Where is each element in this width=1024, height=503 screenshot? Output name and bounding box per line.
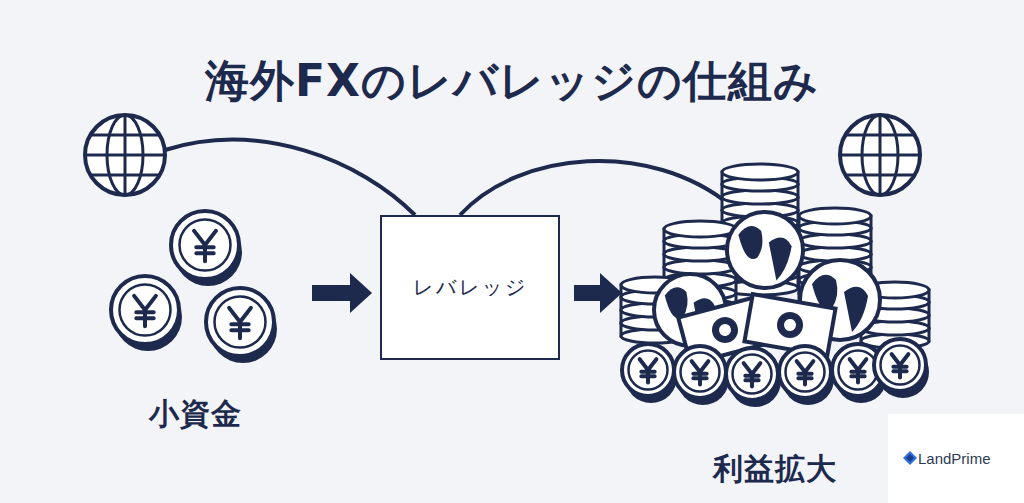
shape: [215, 297, 266, 348]
coin-illustration: [111, 164, 929, 407]
shape: [850, 359, 867, 382]
shape: [120, 285, 171, 336]
shape: [85, 154, 165, 157]
profit-pile-group: 利益拡大: [615, 150, 935, 490]
shape: [744, 294, 835, 356]
shape: [845, 134, 915, 137]
watermark: LandPrime: [918, 450, 991, 467]
shape: [744, 363, 761, 386]
yen-coin: [171, 211, 239, 279]
shape: [892, 354, 909, 377]
leverage-box: レバレッジ: [380, 215, 560, 360]
globe-icons: [85, 115, 920, 195]
box-label: レバレッジ: [413, 274, 528, 301]
shape: [194, 231, 216, 261]
small-capital-group: 小資金: [95, 200, 295, 435]
flow-arrow: [574, 273, 622, 313]
shape: [783, 318, 797, 332]
banknote: [744, 294, 835, 356]
shape: [733, 355, 772, 394]
shape: [775, 310, 805, 340]
globe-icon: [840, 115, 920, 195]
logo-panel: LandPrime: [888, 414, 1024, 503]
shape: [718, 323, 733, 338]
shape: [692, 361, 709, 384]
shape: [180, 220, 231, 271]
shape: [665, 287, 688, 318]
shape: [769, 238, 792, 281]
group-label: 小資金: [149, 394, 242, 435]
shape: [844, 287, 868, 332]
shape: [90, 134, 160, 137]
yen-coin: [726, 348, 778, 400]
group-label: 利益拡大: [713, 449, 837, 490]
shape: [600, 273, 622, 313]
shape: [799, 208, 871, 224]
shape: [629, 351, 668, 390]
shape: [738, 226, 762, 259]
network-curves: [165, 140, 730, 215]
shape: [881, 346, 920, 385]
shape: [312, 285, 350, 301]
yen-coin: [874, 339, 926, 391]
shape: [709, 314, 741, 346]
shape: [681, 353, 720, 392]
earth-globe: [727, 212, 803, 288]
shape: [350, 273, 372, 313]
shape: [722, 164, 798, 180]
globe-icon: [85, 115, 165, 195]
shape: [786, 353, 825, 392]
shape: [229, 308, 251, 338]
shape: [90, 174, 160, 177]
shape: [845, 174, 915, 177]
yen-coin: [622, 344, 674, 396]
shape: [906, 454, 914, 462]
yen-coin: [779, 346, 831, 398]
yen-coin: [674, 346, 726, 398]
shape: [797, 361, 814, 384]
diagram-title: 海外FXのレバレッジの仕組み: [0, 52, 1024, 111]
shape: [574, 285, 600, 301]
shape: [134, 296, 156, 326]
yen-coin: [111, 276, 179, 344]
shape: [640, 359, 657, 382]
flow-arrow: [312, 273, 372, 313]
shape: [664, 221, 736, 237]
yen-coin: [206, 288, 274, 356]
shape: [840, 154, 920, 157]
shape: [903, 451, 917, 465]
shape: [839, 351, 878, 390]
